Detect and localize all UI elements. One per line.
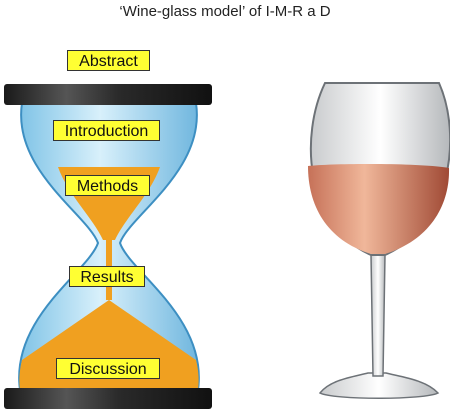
hourglass-cap-top [4,84,212,105]
diagram-title: ‘Wine-glass model’ of I-M-R a D [119,3,331,20]
hourglass-cap-bottom [4,388,212,409]
wine-glass [308,82,450,399]
wine-glass-base [318,372,440,399]
wine-glass-stem [370,254,386,377]
label-abstract: Abstract [67,50,150,71]
wine-liquid [308,163,450,254]
label-methods: Methods [65,175,150,196]
label-introduction: Introduction [53,120,160,141]
label-discussion: Discussion [56,358,160,379]
label-results: Results [69,266,145,287]
